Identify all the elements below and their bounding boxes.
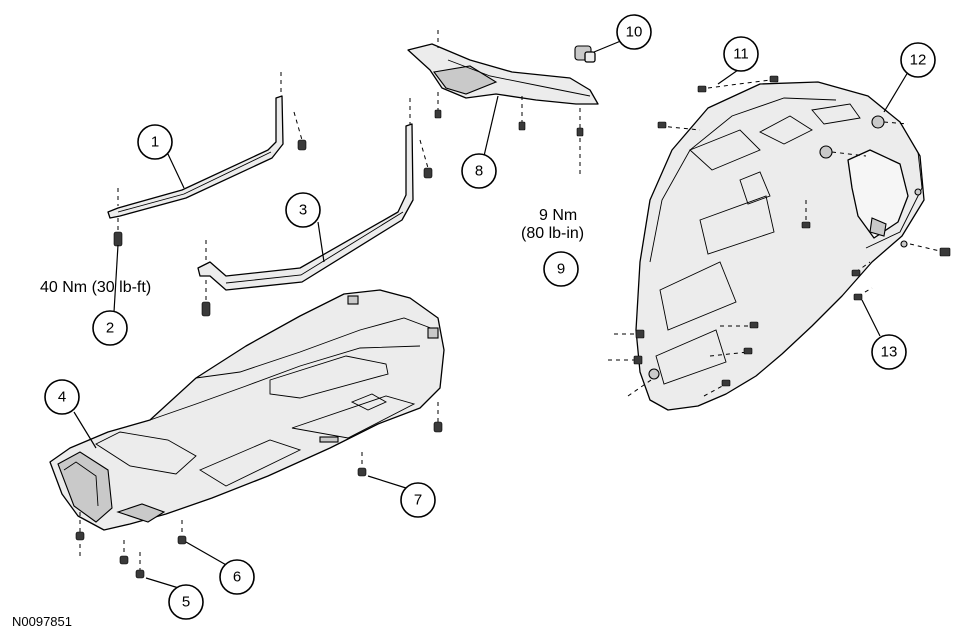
- callout-12: 12: [900, 42, 936, 78]
- callout-11: 11: [723, 36, 759, 72]
- torque-spec-item-2: 40 Nm (30 lb-ft): [40, 279, 151, 296]
- callout-13: 13: [871, 334, 907, 370]
- svg-text:7: 7: [414, 492, 422, 509]
- svg-text:11: 11: [733, 46, 749, 63]
- torque-spec-item-9-lbin: (80 lb-in): [521, 225, 584, 242]
- svg-text:13: 13: [881, 344, 898, 361]
- tank-fasteners: [75, 402, 443, 579]
- fuel-tank-shield: [49, 289, 445, 531]
- torque-spec-item-9-nm: 9 Nm: [539, 207, 577, 224]
- fuel-tank-strap-1: [107, 72, 307, 247]
- callout-6: 6: [219, 559, 255, 595]
- callout-3: 3: [285, 192, 321, 228]
- callout-8: 8: [461, 153, 497, 189]
- heat-shield-8: [407, 30, 599, 176]
- callout-10: 10: [616, 14, 652, 50]
- callout-5: 5: [168, 584, 204, 620]
- callout-7: 7: [400, 482, 436, 518]
- callout-2: 2: [92, 310, 128, 346]
- svg-text:4: 4: [58, 389, 66, 406]
- svg-text:1: 1: [151, 134, 159, 151]
- callout-9: 9: [543, 251, 579, 287]
- figure-id: N0097851: [12, 614, 72, 629]
- liner-fasteners: [608, 75, 951, 397]
- callout-1: 1: [137, 124, 173, 160]
- callout-4: 4: [44, 379, 80, 415]
- svg-text:12: 12: [910, 52, 927, 69]
- strap-3-bolt: [419, 139, 433, 179]
- clip-10: [574, 45, 596, 63]
- strap-1-lower-bolt: [113, 218, 123, 247]
- svg-text:6: 6: [233, 569, 241, 586]
- wheelhouse-liner: [635, 81, 925, 411]
- svg-text:2: 2: [106, 320, 114, 337]
- strap-3-lower-bolt: [201, 280, 211, 317]
- svg-text:8: 8: [475, 163, 483, 180]
- svg-text:10: 10: [626, 24, 643, 41]
- svg-text:9: 9: [557, 261, 565, 278]
- fuel-tank-strap-3: [197, 98, 433, 317]
- svg-text:5: 5: [182, 594, 190, 611]
- svg-text:3: 3: [299, 202, 307, 219]
- strap-1-bolt: [293, 111, 307, 151]
